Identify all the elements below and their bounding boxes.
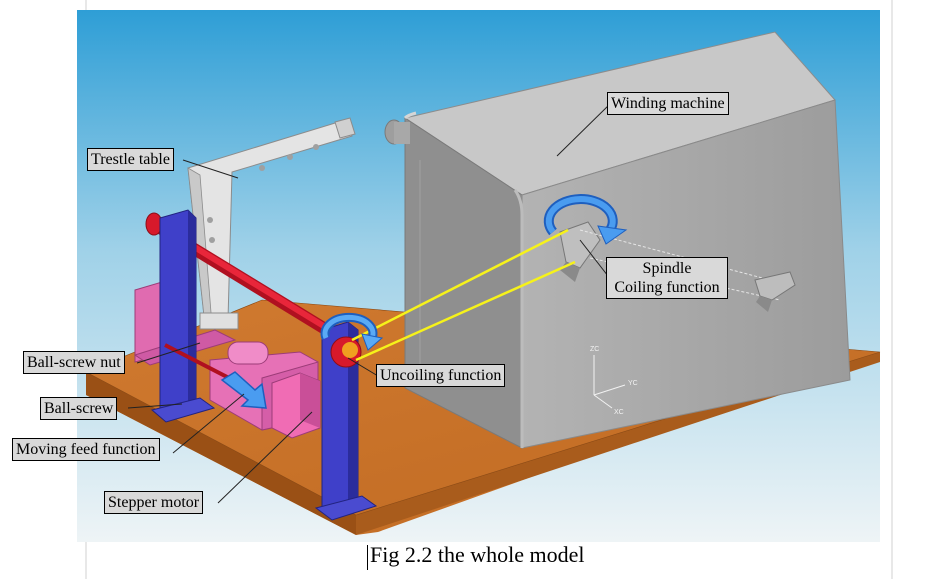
label-trestle-table: Trestle table — [87, 148, 174, 171]
label-moving-feed-function: Moving feed function — [12, 438, 160, 461]
text-cursor — [367, 545, 368, 570]
spindle-rotation-arrow-icon — [543, 194, 628, 245]
moving-feed-arrow-icon — [220, 371, 267, 409]
wire-lines — [351, 228, 576, 362]
label-spindle: Spindle — [642, 260, 692, 277]
label-coiling-function: Coiling function — [614, 279, 720, 296]
axis-x-label: XC — [614, 409, 624, 416]
stepper-motor — [271, 372, 321, 439]
axis-y-label: YC — [628, 380, 638, 387]
label-ball-screw-nut: Ball-screw nut — [23, 351, 125, 374]
label-stepper-motor: Stepper motor — [104, 491, 204, 514]
label-spindle-box: Spindle Coiling function — [606, 257, 728, 299]
uncoiling-reel — [330, 336, 362, 368]
figure-caption: Fig 2.2 the whole model — [370, 542, 585, 567]
leader-lines — [127, 103, 611, 504]
label-uncoiling-function: Uncoiling function — [376, 364, 506, 387]
uncoiling-rotation-arrow-icon — [320, 312, 384, 351]
axis-z-label: ZC — [590, 346, 599, 353]
label-ball-screw: Ball-screw — [40, 397, 118, 420]
label-winding-machine: Winding machine — [607, 92, 729, 115]
coordinate-axes — [593, 355, 626, 409]
right-column — [314, 321, 378, 521]
